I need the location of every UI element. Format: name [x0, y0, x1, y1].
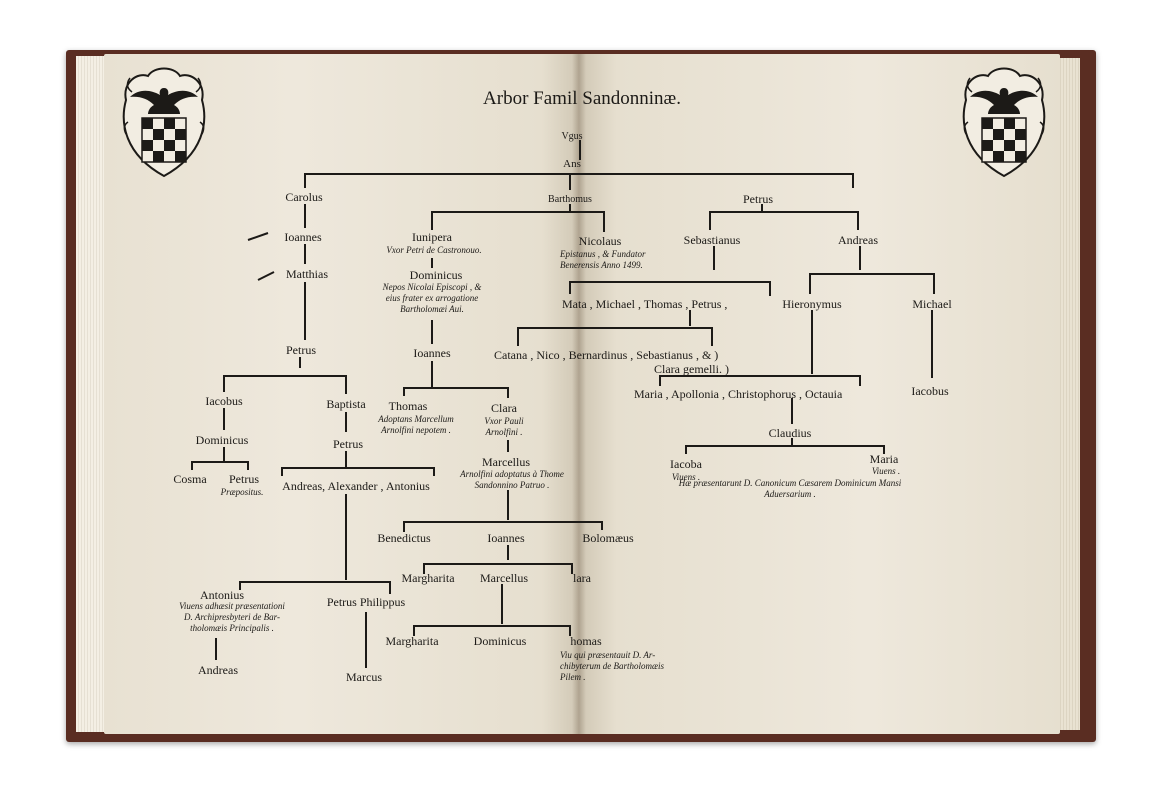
person-ioannes: Ioannes	[413, 346, 451, 360]
person-clara: Clara	[491, 401, 517, 415]
person-dominicus: Dominicus	[195, 433, 249, 447]
tree-title: Arbor Famil Sandonninæ.	[483, 88, 681, 109]
person-thomas: Thomas	[388, 399, 428, 413]
note-thomas: Adoptans Marcellum Arnolfini nepotem .	[378, 414, 454, 435]
person-ioannes: Ioannes	[487, 531, 525, 545]
person-benedictus: Benedictus	[377, 531, 431, 545]
checkered-shield-icon	[141, 117, 187, 163]
person-petrus: Petrus	[286, 343, 316, 357]
note-thomas: Viu qui præsentauit D. Ar- chibyterum de…	[560, 650, 664, 682]
person-maria: Maria	[869, 452, 899, 466]
note-clara: Vxor Pauli Arnolfini .	[484, 416, 524, 437]
person-thomas: homas	[570, 634, 602, 648]
note-praepositus: Præpositus.	[220, 487, 264, 497]
eagle-icon	[130, 88, 198, 114]
person-clara: lara	[573, 571, 591, 585]
person-baptista: Baptista	[326, 397, 366, 411]
person-petrus-praepositus: Petrus	[229, 472, 259, 486]
children-row-maria: Maria , Apollonia , Christophorus , Octa…	[634, 387, 843, 401]
person-iacoba: Iacoba	[670, 457, 702, 471]
note-dominicus: Nepos Nicolai Episcopi , & eius frater e…	[382, 282, 482, 314]
right-page	[578, 54, 1060, 734]
note-antonius: Viuens adhæsit præsentationi D. Archipre…	[179, 601, 285, 633]
person-petrus-philippus: Petrus Philippus	[326, 595, 406, 609]
person-petrus: Petrus	[743, 192, 773, 206]
person-margharita: Margharita	[385, 634, 439, 648]
eagle-crest-icon	[962, 67, 1046, 178]
person-dominicus: Dominicus	[473, 634, 527, 648]
eagle-icon	[970, 88, 1038, 114]
checkered-shield-icon	[981, 117, 1027, 163]
person-sebastianus: Sebastianus	[683, 233, 741, 247]
person-andreas: Andreas	[198, 663, 238, 677]
person-marcellus: Marcellus	[482, 455, 530, 469]
person-michael: Michael	[912, 297, 952, 311]
person-bartolomaeus: Bolomæus	[582, 531, 634, 545]
root-name: Vgus	[561, 131, 583, 142]
children-row-sebastianus: Mata , Michael , Thomas , Petrus ,	[562, 297, 728, 311]
person-antonius: Antonius	[199, 588, 245, 602]
left-page	[104, 54, 580, 734]
note-iacoba: Viuens .	[671, 472, 701, 482]
person-margharita: Margharita	[401, 571, 455, 585]
root-name: Ans	[563, 158, 581, 170]
book-gutter	[572, 54, 586, 734]
page-edges-right	[1058, 58, 1080, 730]
person-marcus: Marcus	[346, 670, 382, 684]
person-iacobus: Iacobus	[911, 384, 949, 398]
person-marcellus: Marcellus	[480, 571, 528, 585]
person-andreas: Andreas	[838, 233, 878, 247]
person-hieronymus: Hieronymus	[782, 297, 842, 311]
children-row-clara-gemelli: Clara gemelli. )	[654, 362, 729, 376]
person-iacobus: Iacobus	[205, 394, 243, 408]
person-matthias: Matthias	[286, 267, 328, 281]
person-nicolaus: Nicolaus	[578, 234, 622, 248]
person-dominicus: Dominicus	[409, 268, 463, 282]
person-ioannes: Ioannes	[284, 230, 322, 244]
note-nicolaus: Epistanus , & Fundator Benerensis Anno 1…	[560, 249, 646, 270]
person-carolus: Carolus	[285, 190, 323, 204]
person-andreas-alexander-antonius: Andreas, Alexander , Antonius	[282, 479, 430, 493]
eagle-crest-icon	[122, 67, 206, 178]
person-cosma: Cosma	[173, 472, 207, 486]
person-petrus: Petrus	[333, 437, 363, 451]
note-iunipera: Vxor Petri de Castronouo.	[386, 245, 482, 255]
page-edges-left	[76, 56, 106, 732]
person-iunipera: Iunipera	[412, 230, 452, 244]
note-marcellus: Arnolfini adoptatus à Thome Sandonnino P…	[460, 469, 564, 490]
person-bartholomaeus: Barthomus	[548, 194, 592, 205]
note-maria: Viuens .	[871, 466, 901, 476]
children-row-catarina: Catana , Nico , Bernardinus , Sebastianu…	[494, 348, 719, 362]
person-claudius: Claudius	[768, 426, 812, 440]
note-presentation: Hæ præsentarunt D. Canonicum Cæsarem Dom…	[678, 478, 902, 499]
